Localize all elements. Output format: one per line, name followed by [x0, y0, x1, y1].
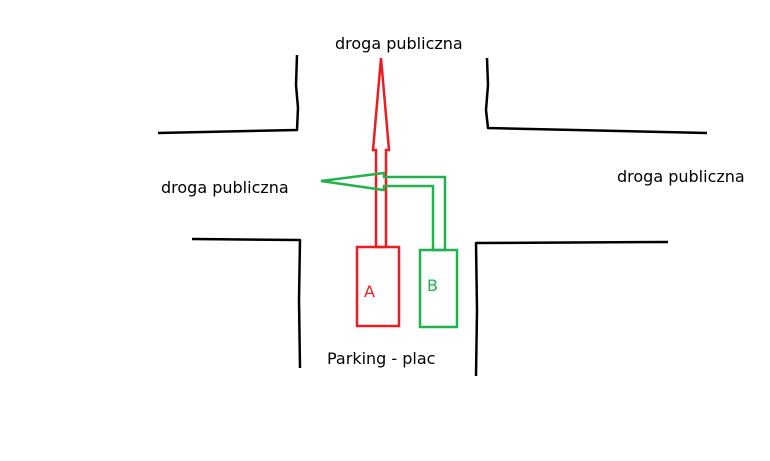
- road-edge-top-right: [484, 57, 708, 135]
- car-a-box: [355, 245, 401, 328]
- road-label-right: droga publiczna: [617, 167, 745, 186]
- road-edge-bottom-left: [191, 237, 302, 369]
- road-edge-top-left: [157, 54, 300, 135]
- car-b-label: B: [427, 276, 438, 295]
- parking-label: Parking - plac: [327, 349, 435, 368]
- car-a-label: A: [364, 282, 375, 301]
- car-b-route-arrow: [320, 171, 447, 252]
- road-edge-bottom-right: [474, 240, 669, 377]
- road-label-top: droga publiczna: [335, 34, 463, 53]
- car-b-box: [418, 248, 459, 329]
- road-label-left: droga publiczna: [161, 178, 289, 197]
- car-a-route-arrow: [371, 57, 391, 249]
